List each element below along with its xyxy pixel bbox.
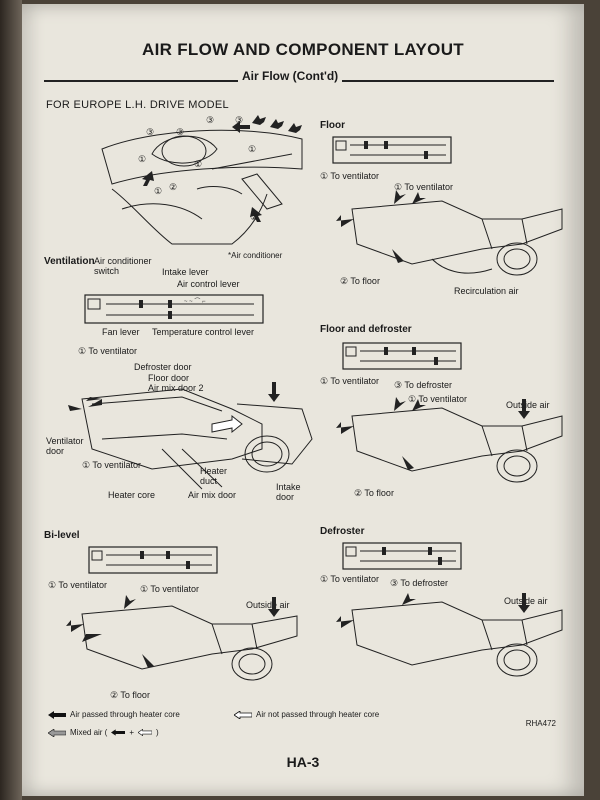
label-df-to-defroster: ③ To defroster — [390, 578, 448, 588]
label-ac-switch: Air conditioner switch — [94, 256, 152, 276]
marker-1: ① — [248, 144, 257, 154]
marker-3: ③ — [176, 127, 185, 137]
marker-3: ③ — [235, 115, 244, 125]
marker-2: ② — [169, 182, 178, 192]
label-fd-outside-air: Outside air — [506, 400, 550, 410]
label-floor-to-ventilator-b: ① To ventilator — [394, 182, 453, 192]
label-defroster-door: Defroster door — [134, 362, 192, 372]
label-fd-to-floor: ② To floor — [354, 488, 394, 498]
marker-1: ① — [154, 186, 163, 196]
marker-3: ③ — [206, 115, 215, 125]
ventilation-heater-unit — [68, 382, 313, 490]
defroster-heater-unit — [336, 593, 563, 677]
label-to-ventilator-2: ① To ventilator — [82, 460, 141, 470]
marker-1: ① — [194, 159, 203, 169]
label-heater-duct: Heater duct — [200, 466, 228, 486]
floor-heater-unit — [336, 190, 563, 276]
label-bl-to-floor: ② To floor — [110, 690, 150, 700]
heated-air-arrow-icon — [48, 710, 66, 719]
label-fd-to-defroster: ③ To defroster — [394, 380, 452, 390]
label-ventilator-door: Ventilator door — [46, 436, 84, 456]
defroster-control-panel — [342, 542, 462, 570]
section-defroster: Defroster — [320, 526, 365, 537]
label-to-ventilator: ① To ventilator — [78, 346, 137, 356]
marker-1: ① — [138, 154, 147, 164]
label-temperature-control-lever: Temperature control lever — [152, 327, 255, 337]
label-bl-to-ventilator-b: ① To ventilator — [140, 584, 199, 594]
binding-shadow — [0, 0, 22, 800]
label-air-mix-door-2: Air mix door 2 — [148, 383, 204, 393]
label-df-to-ventilator: ① To ventilator — [320, 574, 379, 584]
heated-air-arrow-icon — [111, 729, 126, 736]
label-floor-to-floor: ② To floor — [340, 276, 380, 286]
svg-text:~ ~ ⌒ ⌐: ~ ~ ⌒ ⌐ — [184, 298, 206, 305]
section-floor-and-defroster: Floor and defroster — [320, 324, 412, 335]
label-heater-core: Heater core — [108, 490, 156, 500]
manual-page: AIR FLOW AND COMPONENT LAYOUT Air Flow (… — [22, 4, 584, 796]
label-bl-to-ventilator-a: ① To ventilator — [48, 580, 107, 590]
label-floor-door: Floor door — [148, 373, 190, 383]
model-heading: FOR EUROPE L.H. DRIVE MODEL — [46, 99, 229, 111]
label-floor-to-ventilator-a: ① To ventilator — [320, 171, 379, 181]
label-fan-lever: Fan lever — [102, 327, 140, 337]
fresh-air-arrow-icon — [138, 729, 153, 736]
marker-2: ② — [250, 212, 259, 222]
page-subtitle: Air Flow (Cont'd) — [238, 69, 343, 83]
section-floor: Floor — [320, 120, 345, 131]
label-fd-to-ventilator-a: ① To ventilator — [320, 376, 379, 386]
page-number: HA-3 — [286, 754, 320, 770]
ventilation-control-panel: ~ ~ ⌒ ⌐ — [84, 294, 264, 324]
figure-code: RHA472 — [525, 719, 556, 728]
car-interior-diagram — [101, 115, 303, 245]
label-fd-to-ventilator-b: ① To ventilator — [408, 394, 467, 404]
legend-heated: Air passed through heater core — [48, 710, 180, 719]
label-intake-door: Intake door — [276, 482, 301, 502]
section-ventilation: Ventilation — [44, 256, 95, 267]
bilevel-control-panel — [88, 546, 218, 574]
ac-note: *Air conditioner — [228, 251, 283, 260]
legend-mixed: Mixed air ( + ) — [48, 728, 159, 737]
page-title: AIR FLOW AND COMPONENT LAYOUT — [142, 40, 464, 59]
floor-defroster-heater-unit — [336, 397, 563, 483]
fresh-air-arrow-icon — [234, 710, 252, 719]
label-air-control-lever: Air control lever — [177, 279, 240, 289]
floor-control-panel — [332, 136, 452, 164]
legend-not-heated: Air not passed through heater core — [234, 710, 379, 719]
label-bl-outside-air: Outside air — [246, 600, 290, 610]
marker-3: ③ — [146, 127, 155, 137]
label-intake-lever: Intake lever — [162, 267, 209, 277]
bilevel-heater-unit — [66, 595, 298, 681]
section-bi-level: Bi-level — [44, 530, 80, 541]
mixed-air-arrow-icon — [48, 728, 66, 737]
floor-defroster-control-panel — [342, 342, 462, 370]
label-recirculation-air: Recirculation air — [454, 286, 519, 296]
label-air-mix-door: Air mix door — [188, 490, 237, 500]
